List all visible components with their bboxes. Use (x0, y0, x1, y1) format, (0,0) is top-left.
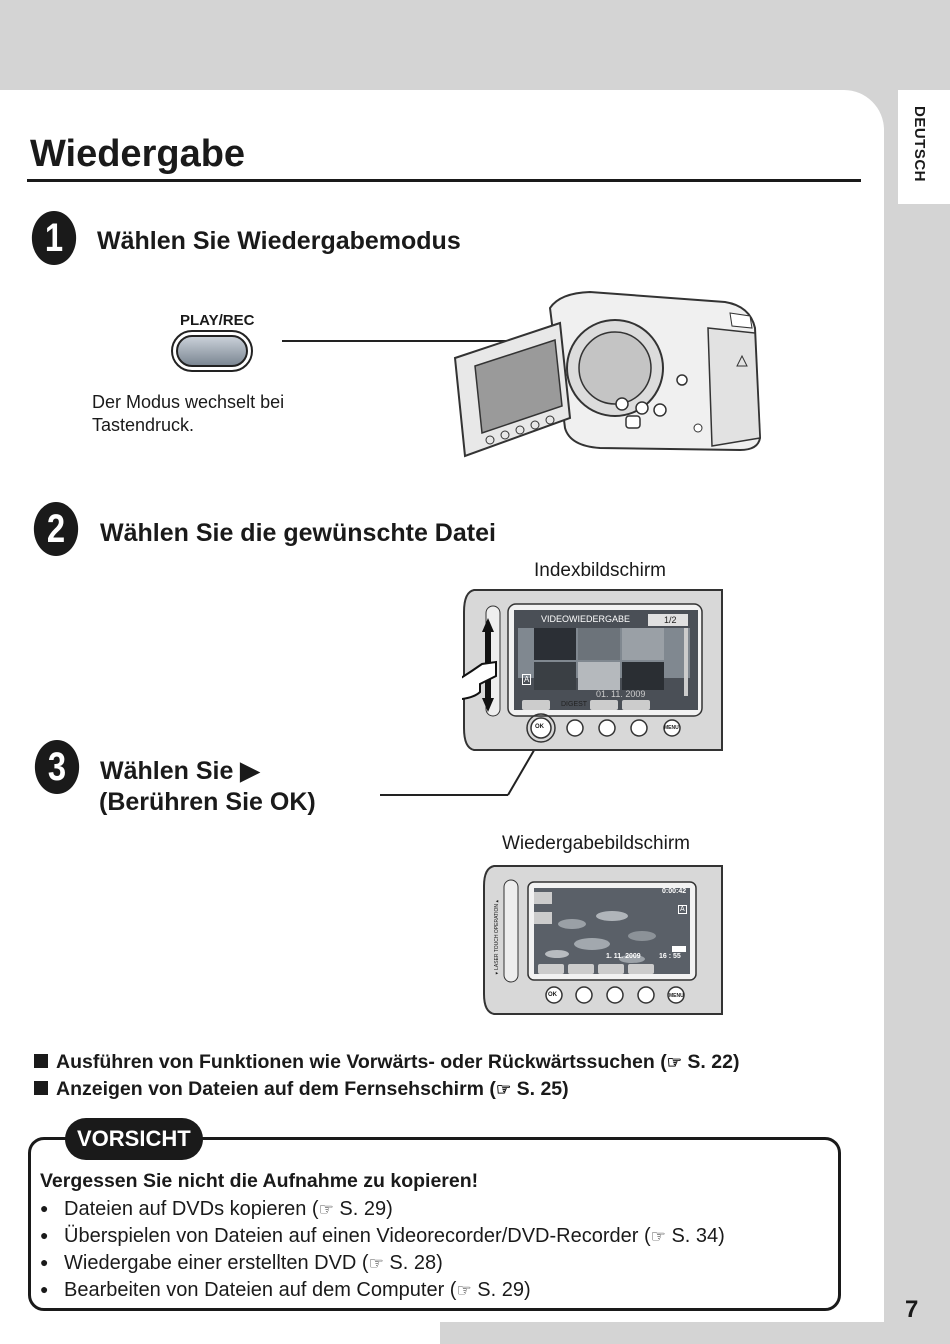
list-item[interactable]: Wiedergabe einer erstellten DVD (☞ S. 28… (40, 1249, 725, 1276)
index-mode-letter: A (522, 674, 532, 685)
pointing-hand-icon: ☞ (495, 1080, 512, 1099)
play-rec-label: PLAY/REC (180, 312, 255, 329)
mode-note-line-1: Der Modus wechselt bei (92, 392, 285, 412)
playback-menu-button: MENU (669, 993, 684, 999)
index-screen-frame (462, 589, 723, 751)
caution-badge: VORSICHT (65, 1118, 203, 1160)
playback-time: 16 : 55 (659, 953, 681, 960)
playback-screen-illustration: 0:00:42 A 1. 11. 2009 16 : 55 ◂LASER TOU… (482, 864, 724, 1016)
square-bullet-icon (34, 1081, 48, 1095)
page-number: 7 (905, 1296, 919, 1323)
mode-note: Der Modus wechselt bei Tastendruck. (92, 391, 284, 437)
caution-box (28, 1137, 841, 1311)
step-2-number: 2 (33, 502, 79, 556)
language-tab-label: DEUTSCH (911, 106, 928, 183)
pointing-hand-icon: ☞ (368, 1254, 384, 1273)
index-header: VIDEOWIEDERGABE (541, 614, 631, 624)
bottom-strip (440, 1322, 884, 1344)
caution-list: Dateien auf DVDs kopieren (☞ S. 29) Über… (40, 1195, 725, 1303)
laser-touch-label: ◂LASER TOUCH OPERATION▸ (494, 898, 500, 976)
playback-mode-letter: A (678, 905, 687, 914)
step-1-heading: Wählen Sie Wiedergabemodus (97, 227, 461, 255)
playback-screen-caption: Wiedergabebildschirm (502, 833, 690, 854)
step-3-number: 3 (34, 740, 80, 794)
reference-search[interactable]: Ausführen von Funktionen wie Vorwärts- o… (34, 1051, 739, 1074)
pointing-hand-icon: ☞ (666, 1053, 682, 1072)
step-1-number: 1 (31, 211, 77, 265)
pointing-hand-icon: ☞ (456, 1281, 472, 1300)
index-ok-button: OK (535, 724, 544, 730)
index-screen-illustration: VIDEOWIEDERGABE 1/2 01. 11. 2009 DIGEST … (462, 588, 724, 752)
play-rec-button-outline (171, 330, 253, 372)
playback-screen-frame (483, 865, 723, 1015)
list-item[interactable]: Bearbeiten von Dateien auf dem Computer … (40, 1276, 725, 1303)
pointing-hand-icon: ☞ (650, 1227, 666, 1246)
title-rule (27, 179, 861, 182)
list-item[interactable]: Überspielen von Dateien auf einen Videor… (40, 1222, 725, 1249)
reference-tv[interactable]: Anzeigen von Dateien auf dem Fernsehschi… (34, 1078, 569, 1101)
caution-heading: Vergessen Sie nicht die Aufnahme zu kopi… (40, 1170, 479, 1192)
reference-tv-text: Anzeigen von Dateien auf dem Fernsehschi… (56, 1078, 496, 1100)
reference-search-text: Ausführen von Funktionen wie Vorwärts- o… (56, 1051, 667, 1073)
reference-tv-page: S. 25) (516, 1078, 569, 1100)
camcorder-illustration (453, 290, 762, 458)
index-menu-button: MENU (664, 725, 679, 731)
step-2-heading: Wählen Sie die gewünschte Datei (100, 519, 496, 547)
index-page-counter: 1/2 (664, 615, 677, 625)
index-screen-caption: Indexbildschirm (534, 560, 666, 581)
language-tab: DEUTSCH (898, 90, 950, 204)
step-3-heading-line-2: (Berühren Sie OK) (99, 788, 316, 816)
square-bullet-icon (34, 1054, 48, 1068)
playback-date: 1. 11. 2009 (606, 953, 641, 960)
page-title: Wiedergabe (30, 133, 246, 175)
playback-ok-button: OK (548, 992, 557, 998)
play-rec-button (176, 335, 248, 367)
playback-timecode: 0:00:42 (662, 888, 687, 895)
list-item[interactable]: Dateien auf DVDs kopieren (☞ S. 29) (40, 1195, 725, 1222)
pointing-hand-icon: ☞ (318, 1200, 334, 1219)
step-3-heading-line-1: Wählen Sie ▶ (100, 757, 260, 785)
index-date: 01. 11. 2009 (596, 689, 646, 699)
index-digest-button: DIGEST (561, 701, 588, 708)
mode-note-line-2: Tastendruck. (92, 415, 195, 435)
reference-search-page: S. 22) (687, 1051, 740, 1073)
